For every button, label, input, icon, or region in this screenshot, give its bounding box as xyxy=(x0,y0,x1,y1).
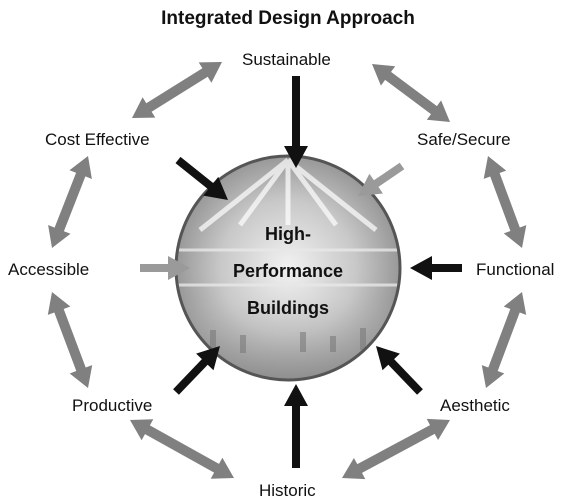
ring-arrow-aesthetic-historic xyxy=(342,418,450,480)
inward-arrows xyxy=(140,76,462,468)
center-label-line1: High- xyxy=(265,224,311,244)
ring-arrows xyxy=(47,62,527,480)
goal-productive-label: Productive xyxy=(72,396,153,415)
inward-arrow-safe-secure xyxy=(358,162,405,196)
center-label-line3: Buildings xyxy=(247,298,329,318)
ring-arrow-functional-aesthetic xyxy=(481,292,527,388)
inward-arrow-cost-effective xyxy=(175,156,228,200)
inward-arrow-functional xyxy=(410,256,462,280)
inward-arrow-productive xyxy=(173,346,220,395)
ring-arrow-historic-productive xyxy=(130,419,234,479)
inward-arrow-historic xyxy=(284,384,308,468)
goal-cost-effective-label: Cost Effective xyxy=(45,130,150,149)
inward-arrow-aesthetic xyxy=(376,346,423,395)
goal-safe-secure-label: Safe/Secure xyxy=(417,130,511,149)
goal-accessible-label: Accessible xyxy=(8,260,90,279)
ring-arrow-safe-secure-functional xyxy=(483,156,527,248)
goal-historic-label: Historic xyxy=(259,481,316,500)
inward-arrow-sustainable xyxy=(284,76,308,168)
goal-aesthetic-label: Aesthetic xyxy=(440,396,510,415)
ring-arrow-productive-accessible xyxy=(47,292,93,388)
diagram-title: Integrated Design Approach xyxy=(161,8,415,29)
center-label-line2: Performance xyxy=(232,261,344,281)
goal-sustainable-label: Sustainable xyxy=(242,50,331,69)
ring-arrow-accessible-cost-effective xyxy=(48,156,92,248)
ring-arrow-sustainable-cost-effective xyxy=(132,62,222,118)
inward-arrow-accessible xyxy=(140,256,190,280)
ring-arrow-sustainable-safe-secure xyxy=(372,64,450,122)
goal-functional-label: Functional xyxy=(476,260,555,279)
